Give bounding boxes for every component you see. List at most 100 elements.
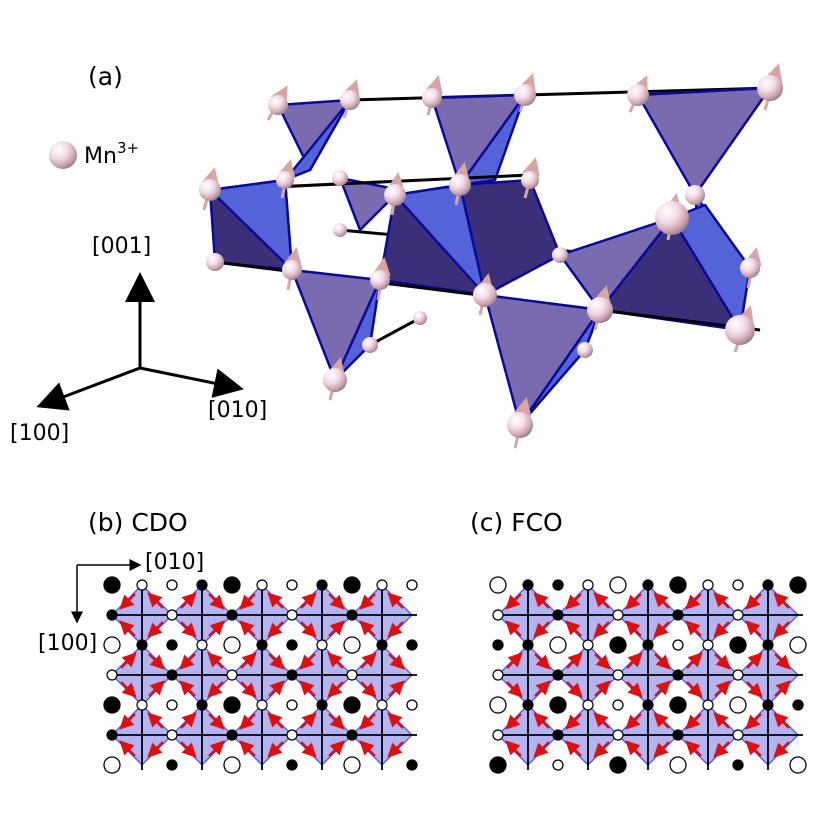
lattice-vertex	[286, 759, 298, 771]
spin-arrow	[360, 681, 377, 698]
spin-arrow	[686, 652, 703, 669]
lattice-vertex	[166, 639, 178, 651]
lattice-site	[346, 669, 358, 681]
legend-mn: Mn3+	[49, 139, 139, 169]
spin-arrow	[180, 712, 197, 729]
lattice-vertex	[729, 696, 747, 714]
lattice-vertex	[223, 696, 241, 714]
lattice-vertex	[286, 639, 298, 651]
spin-arrow	[626, 681, 643, 698]
spin-arrow	[533, 621, 550, 638]
lattice-vertex	[609, 756, 627, 774]
spin-arrow	[653, 592, 670, 609]
spin-arrow	[593, 592, 610, 609]
spin-arrow	[625, 713, 642, 730]
panel-c: (c) FCO	[470, 508, 807, 774]
mn-atom	[473, 283, 497, 307]
mn-atom	[199, 179, 221, 201]
lattice-vertex	[669, 576, 687, 594]
lattice-site	[612, 609, 624, 621]
lattice-site	[376, 639, 388, 651]
spin-arrow	[359, 740, 376, 757]
spin-arrow	[685, 593, 702, 610]
spin-arrow	[533, 592, 550, 609]
spin-arrow	[505, 713, 522, 730]
mn-atom	[577, 342, 593, 358]
spin-arrow	[653, 741, 670, 758]
spin-arrow	[388, 653, 405, 670]
spin-arrow	[267, 712, 284, 729]
mn-atom	[340, 90, 360, 110]
spin-arrow	[713, 592, 730, 609]
tetrahedron	[208, 178, 294, 272]
spin-arrow	[267, 621, 284, 638]
spin-arrow	[685, 620, 702, 637]
spin-arrow	[713, 621, 730, 638]
spin-arrow	[654, 653, 671, 670]
lattice-site	[552, 609, 564, 621]
spin-arrow	[119, 593, 136, 610]
lattice-vertex	[549, 636, 567, 654]
spin-arrow	[300, 741, 317, 758]
axis-010-label-b: [010]	[145, 550, 204, 575]
spin-arrow	[593, 621, 610, 638]
lattice-vertex	[343, 756, 361, 774]
lattice-site	[732, 729, 744, 741]
spin-arrow	[388, 680, 405, 697]
lattice-site	[256, 699, 268, 711]
spin-arrow	[774, 680, 791, 697]
lattice-vertex	[166, 759, 178, 771]
lattice-site	[672, 669, 684, 681]
mn-atom	[725, 315, 755, 345]
mn-atom	[740, 258, 760, 278]
lattice-site	[642, 579, 654, 591]
lattice-site	[136, 699, 148, 711]
lattice-site	[492, 609, 504, 621]
mn-atom	[370, 270, 390, 290]
spin-arrow	[506, 681, 523, 698]
spin-arrow	[533, 741, 550, 758]
spin-arrow	[148, 653, 165, 670]
spin-arrow	[713, 741, 730, 758]
lattice-vertex	[343, 576, 361, 594]
mn-atom	[282, 260, 302, 280]
mn-atom	[627, 84, 649, 106]
lattice-vertex	[223, 636, 241, 654]
spin-arrow	[208, 713, 225, 730]
lattice-vertex	[609, 636, 627, 654]
spin-arrow	[300, 592, 317, 609]
lattice-site	[136, 579, 148, 591]
lattice-site	[286, 729, 298, 741]
cdo-lattice	[103, 576, 418, 774]
spin-arrow	[267, 741, 284, 758]
spin-arrow	[713, 712, 730, 729]
legend-sphere-icon	[49, 141, 77, 169]
spin-arrow	[299, 680, 316, 697]
spin-arrow	[653, 712, 670, 729]
lattice-site	[762, 699, 774, 711]
spin-arrow	[148, 680, 165, 697]
spin-arrow	[565, 593, 582, 610]
lattice-vertex	[343, 636, 361, 654]
bond-back-top	[349, 86, 771, 102]
lattice-vertex	[103, 576, 121, 594]
mn-atom	[206, 253, 224, 271]
spin-arrow	[653, 621, 670, 638]
panel-b: (b) CDO [010] [100]	[38, 508, 418, 774]
spin-arrow	[565, 713, 582, 730]
lattice-site	[612, 669, 624, 681]
lattice-site	[166, 669, 178, 681]
spin-arrow	[746, 652, 763, 669]
lattice-site	[732, 609, 744, 621]
lattice-vertex	[552, 759, 564, 771]
tetrahedron	[558, 216, 674, 312]
spin-arrow	[328, 593, 345, 610]
spin-arrow	[566, 681, 583, 698]
mn-atom	[685, 185, 705, 205]
lattice-vertex	[103, 636, 121, 654]
spin-arrow	[359, 593, 376, 610]
lattice-site	[552, 669, 564, 681]
spin-arrow	[625, 620, 642, 637]
pyrochlore-structure	[199, 63, 783, 449]
